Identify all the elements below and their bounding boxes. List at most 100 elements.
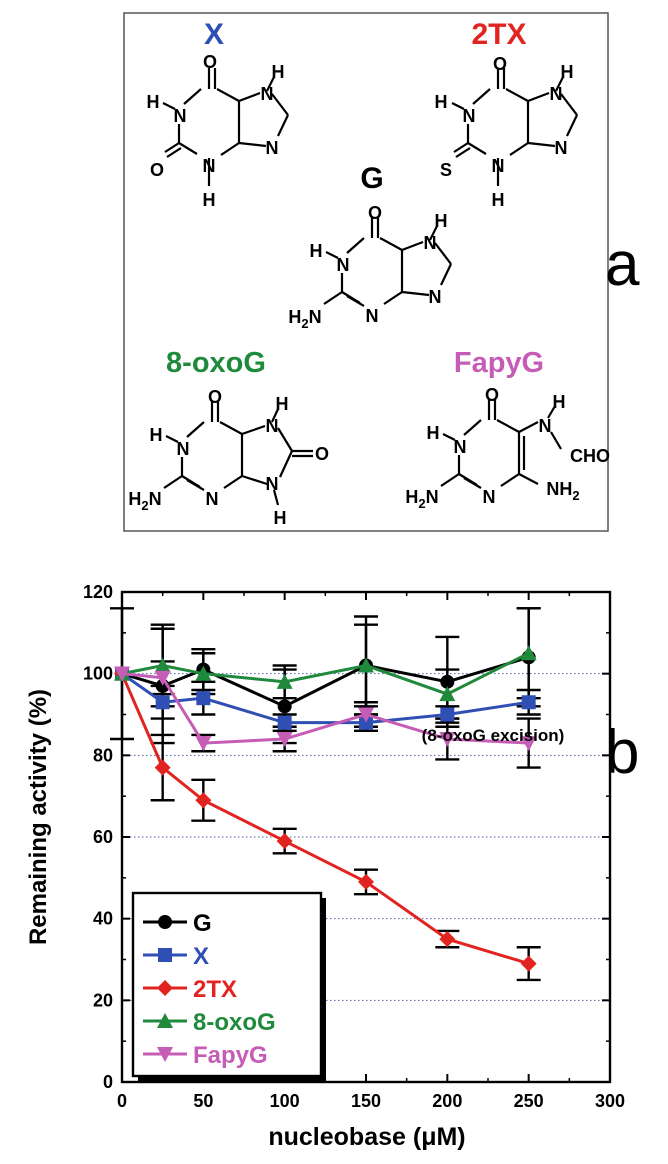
data-point-fapyg bbox=[154, 670, 171, 686]
legend-marker-8-oxog bbox=[157, 1013, 173, 1028]
data-point-x bbox=[440, 707, 455, 722]
data-point-fapyg bbox=[439, 732, 456, 747]
atom-n: N bbox=[454, 437, 467, 457]
data-point-x bbox=[196, 691, 211, 706]
data-point-x bbox=[359, 715, 373, 730]
atom-n: N bbox=[203, 156, 216, 176]
atom-n: N bbox=[174, 106, 187, 126]
atom-n: N bbox=[555, 138, 568, 158]
atom-cho: CHO bbox=[570, 446, 610, 466]
data-point-8-oxog bbox=[154, 657, 171, 673]
label-8oxog: 8-oxoG bbox=[166, 347, 266, 379]
data-point-x bbox=[155, 695, 170, 710]
legend-label-fapyg: FapyG bbox=[193, 1042, 268, 1069]
data-point-fapyg bbox=[195, 736, 212, 752]
y-tick-label: 20 bbox=[93, 990, 113, 1010]
y-tick-label: 80 bbox=[93, 745, 113, 765]
data-point-2tx bbox=[276, 833, 293, 850]
atom-h: H bbox=[492, 190, 505, 210]
atom-h: H bbox=[553, 392, 566, 412]
atom-n: N bbox=[539, 416, 552, 436]
atom-n: N bbox=[266, 416, 279, 436]
atom-h: H bbox=[435, 92, 448, 112]
atom-n: N bbox=[177, 439, 190, 459]
atom-o: O bbox=[208, 387, 222, 407]
label-fapyg: FapyG bbox=[454, 347, 544, 379]
atom-n: N bbox=[266, 474, 279, 494]
panel-a-letter: a bbox=[605, 230, 640, 299]
series-line-x bbox=[121, 672, 529, 725]
atom-n: N bbox=[429, 287, 442, 307]
atom-h: H bbox=[561, 62, 574, 82]
atom-nh2: NH2 bbox=[546, 479, 579, 503]
x-axis-label: nucleobase (μM) bbox=[268, 1123, 465, 1151]
atom-o: O bbox=[203, 52, 217, 72]
x-tick-label: 100 bbox=[270, 1091, 300, 1111]
atom-h: H bbox=[150, 425, 163, 445]
x-tick-label: 300 bbox=[595, 1091, 625, 1111]
atom-n: N bbox=[483, 487, 496, 507]
atom-h: H bbox=[147, 92, 160, 112]
guanine-structure bbox=[323, 217, 452, 307]
x-tick-label: 250 bbox=[514, 1091, 544, 1111]
atom-n: N bbox=[337, 255, 350, 275]
atom-h: H bbox=[203, 190, 216, 210]
atom-h: H bbox=[272, 62, 285, 82]
data-point-8-oxog bbox=[439, 686, 456, 702]
atom-o: O bbox=[315, 444, 329, 464]
x-tick-label: 50 bbox=[193, 1091, 213, 1111]
data-point-fapyg bbox=[358, 707, 374, 723]
data-point-x bbox=[277, 715, 292, 730]
x-tick-label: 0 bbox=[117, 1091, 127, 1111]
atom-n: N bbox=[266, 138, 279, 158]
data-point-8-oxog bbox=[520, 645, 537, 661]
data-point-fapyg bbox=[114, 666, 130, 682]
data-point-2tx bbox=[154, 759, 171, 776]
data-point-x bbox=[521, 695, 536, 710]
panel-a-frame bbox=[123, 12, 609, 532]
y-tick-label: 40 bbox=[93, 909, 113, 929]
data-point-8-oxog bbox=[276, 673, 293, 689]
data-point-fapyg bbox=[520, 736, 537, 752]
label-g: G bbox=[360, 162, 383, 195]
8-oxog-structure bbox=[163, 401, 313, 506]
atom-n: N bbox=[492, 156, 505, 176]
thioxanthine-structure bbox=[451, 68, 578, 186]
atom-o: O bbox=[368, 203, 382, 223]
atom-h2n: H2N bbox=[288, 307, 321, 331]
y-tick-label: 0 bbox=[103, 1072, 113, 1092]
atom-h: H bbox=[276, 394, 289, 414]
data-point-g bbox=[440, 674, 455, 689]
xanthine-structure bbox=[162, 68, 289, 186]
legend-marker-x bbox=[158, 948, 172, 962]
data-point-2tx bbox=[439, 931, 456, 948]
atom-h2n: H2N bbox=[405, 487, 438, 511]
data-point-2tx bbox=[520, 955, 537, 972]
atom-n: N bbox=[463, 106, 476, 126]
legend-marker-fapyg bbox=[157, 1047, 173, 1062]
data-point-2tx bbox=[358, 873, 374, 890]
label-x: X bbox=[204, 18, 224, 51]
legend-label-8-oxog: 8-oxoG bbox=[193, 1009, 276, 1036]
atom-o: O bbox=[150, 160, 164, 180]
x-tick-label: 200 bbox=[432, 1091, 462, 1111]
atom-o: O bbox=[485, 385, 499, 405]
atom-s: S bbox=[440, 160, 452, 180]
atom-h2n: H2N bbox=[128, 489, 161, 513]
legend-label-x: X bbox=[193, 943, 209, 970]
data-point-2tx bbox=[195, 792, 212, 809]
data-point-g bbox=[277, 699, 292, 714]
data-point-8-oxog bbox=[195, 665, 212, 681]
atom-n: N bbox=[550, 84, 563, 104]
legend-marker-g bbox=[158, 915, 172, 929]
atom-h: H bbox=[427, 423, 440, 443]
atom-h: H bbox=[310, 241, 323, 261]
label-2tx: 2TX bbox=[471, 18, 526, 51]
y-axis-label: Remaining activity (%) bbox=[25, 689, 52, 945]
chart-annotation: (8-oxoG excision) bbox=[422, 726, 565, 745]
legend-label-2tx: 2TX bbox=[193, 976, 237, 1003]
fapyg-structure bbox=[440, 399, 562, 489]
atom-n: N bbox=[206, 489, 219, 509]
